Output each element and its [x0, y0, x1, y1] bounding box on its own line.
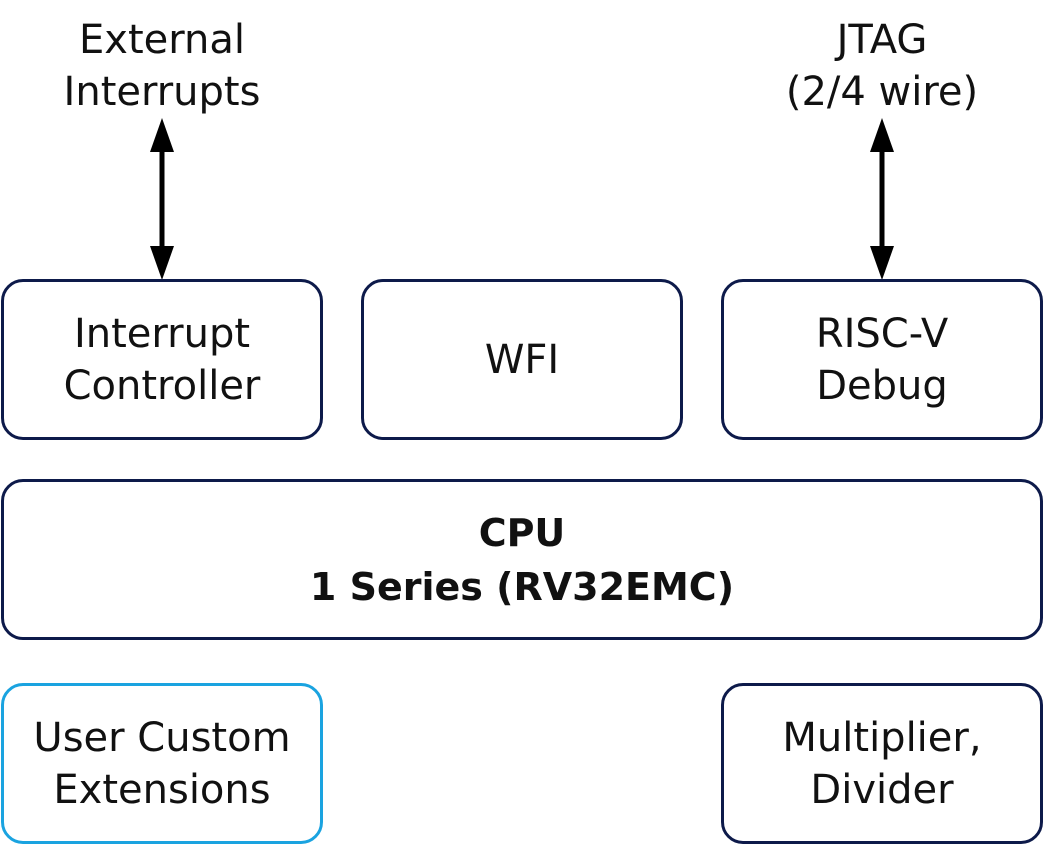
multiplier-divider-block: Multiplier, Divider	[721, 683, 1043, 844]
jtag-arrowhead-up	[870, 118, 894, 152]
jtag-arrow	[870, 118, 894, 280]
interrupt-controller-block: Interrupt Controller	[1, 279, 323, 440]
risc-v-debug-block: RISC-V Debug	[721, 279, 1043, 440]
risc-v-debug-line-1: RISC-V	[815, 310, 949, 357]
user-custom-extensions-line-1: User Custom	[33, 714, 291, 761]
external-interrupts-arrowhead-up	[150, 118, 174, 152]
jtag-line-2: (2/4 wire)	[785, 69, 979, 115]
interrupt-controller-line-2: Controller	[63, 362, 261, 409]
external-interrupts-line-1: External	[79, 17, 245, 63]
interrupt-controller-line-1: Interrupt	[73, 310, 251, 357]
cpu-title: CPU	[478, 510, 566, 555]
external-interrupts-label: External Interrupts	[32, 14, 292, 118]
jtag-label: JTAG (2/4 wire)	[752, 14, 1012, 118]
multiplier-divider-line-2: Divider	[810, 766, 954, 813]
cpu-series: 1 Series (RV32EMC)	[309, 564, 735, 609]
wfi-block: WFI	[361, 279, 683, 440]
user-custom-extensions-line-2: Extensions	[53, 766, 271, 813]
risc-v-debug-line-2: Debug	[816, 362, 948, 409]
wfi-label: WFI	[484, 336, 560, 383]
external-interrupts-arrow	[150, 118, 174, 280]
multiplier-divider-line-1: Multiplier,	[782, 714, 982, 761]
jtag-line-1: JTAG	[836, 17, 928, 63]
jtag-arrowhead-down	[870, 246, 894, 280]
cpu-block: CPU 1 Series (RV32EMC)	[1, 479, 1043, 640]
external-interrupts-line-2: Interrupts	[63, 69, 261, 115]
external-interrupts-arrowhead-down	[150, 246, 174, 280]
user-custom-extensions-block: User Custom Extensions	[1, 683, 323, 844]
